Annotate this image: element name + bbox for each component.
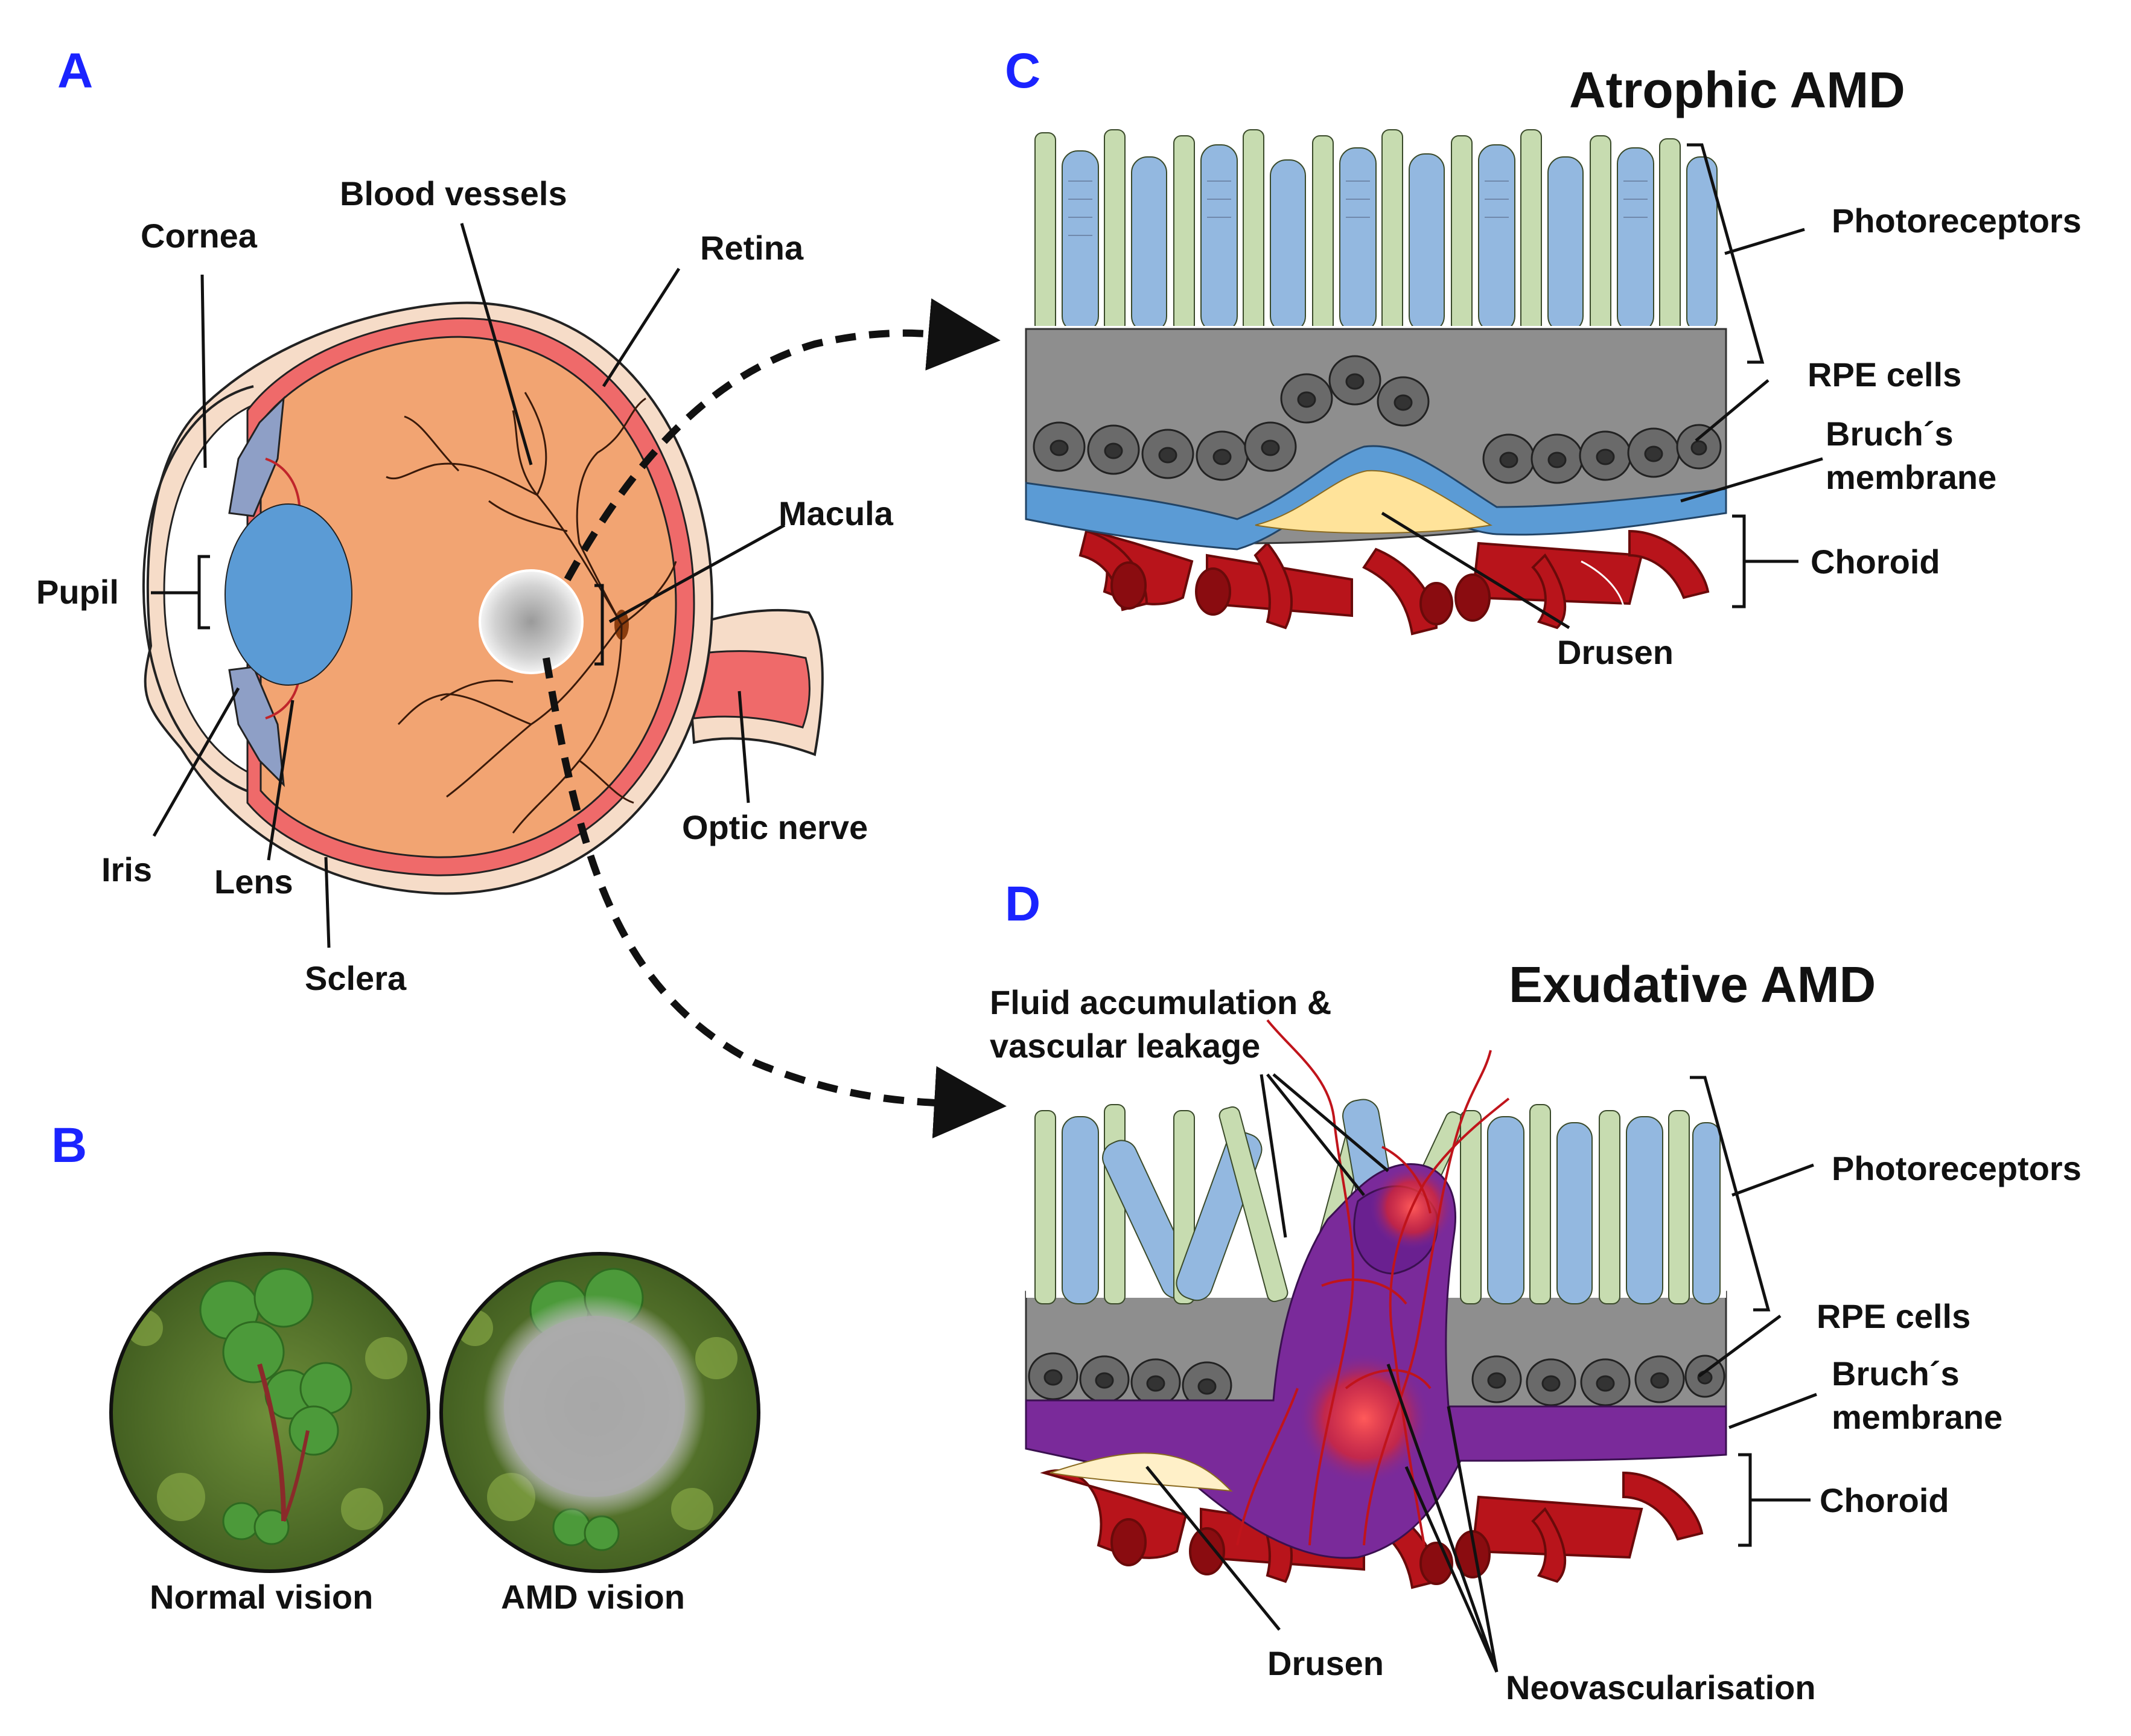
exudative-cross-section <box>1025 1019 1727 1589</box>
exudative-drusen <box>1050 1452 1233 1492</box>
optic-nerve-core <box>687 650 811 729</box>
normal-vision-image <box>109 1252 430 1573</box>
exudative-label-drusen: Drusen <box>1267 1644 1384 1682</box>
eye-leaders <box>151 223 786 948</box>
label-optic-nerve: Optic nerve <box>682 808 868 846</box>
atrophic-label-drusen: Drusen <box>1557 633 1674 671</box>
exudative-label-neovasc: Neovascularisation <box>1506 1668 1816 1706</box>
exudative-label-bruch-2: membrane <box>1832 1398 2002 1436</box>
exudative-leaders <box>1145 1073 1817 1673</box>
panel-letter-a: A <box>57 43 93 98</box>
cornea-shape <box>142 385 266 798</box>
retinal-vessels <box>386 392 677 834</box>
macula-spot <box>479 569 584 674</box>
label-sclera: Sclera <box>305 959 407 997</box>
atrophic-choroid <box>1046 515 1710 636</box>
exudative-label-fluid-1: Fluid accumulation & <box>990 983 1331 1021</box>
atrophic-photoreceptors <box>1026 121 1726 326</box>
atrophic-leaders <box>1381 143 1823 630</box>
atrophic-bruch-membrane <box>1025 445 1727 550</box>
label-lens: Lens <box>214 863 293 901</box>
label-blood-vessels: Blood vessels <box>340 174 567 212</box>
atrophic-title: Atrophic AMD <box>1569 62 1905 118</box>
exudative-label-fluid-2: vascular leakage <box>990 1027 1260 1065</box>
label-amd-vision: AMD vision <box>501 1578 685 1616</box>
panel-letter-c: C <box>1005 43 1040 98</box>
label-pupil: Pupil <box>36 573 119 611</box>
label-retina: Retina <box>700 229 804 267</box>
atrophic-cross-section <box>1025 121 1727 636</box>
label-cornea: Cornea <box>141 217 258 255</box>
label-iris: Iris <box>101 850 152 889</box>
label-macula: Macula <box>779 494 894 532</box>
arrow-to-exudative <box>543 657 1007 1138</box>
exudative-label-choroid: Choroid <box>1820 1481 1949 1519</box>
atrophic-label-rpe: RPE cells <box>1808 356 1961 394</box>
arrow-to-atrophic <box>564 298 1001 581</box>
atrophic-label-bruch-2: membrane <box>1826 458 1996 496</box>
atrophic-label-photoreceptors: Photoreceptors <box>1832 202 2082 240</box>
atrophic-rpe-cells <box>1033 355 1722 484</box>
exudative-label-photoreceptors: Photoreceptors <box>1832 1149 2082 1187</box>
atrophic-label-bruch-1: Bruch´s <box>1826 415 1954 453</box>
iris-shape <box>228 395 285 517</box>
atrophic-label-choroid: Choroid <box>1811 543 1940 581</box>
exudative-label-rpe: RPE cells <box>1817 1297 1970 1335</box>
label-normal-vision: Normal vision <box>150 1578 373 1616</box>
panel-letter-d: D <box>1005 876 1040 931</box>
amd-vision-image <box>439 1252 760 1573</box>
exudative-label-bruch-1: Bruch´s <box>1832 1355 1960 1393</box>
atrophic-drusen <box>1255 470 1492 534</box>
panel-letter-b: B <box>51 1118 87 1173</box>
clover-plant <box>199 1268 352 1545</box>
lens-shape <box>225 503 352 686</box>
exudative-title: Exudative AMD <box>1509 956 1876 1013</box>
neovessels <box>1236 1019 1510 1546</box>
